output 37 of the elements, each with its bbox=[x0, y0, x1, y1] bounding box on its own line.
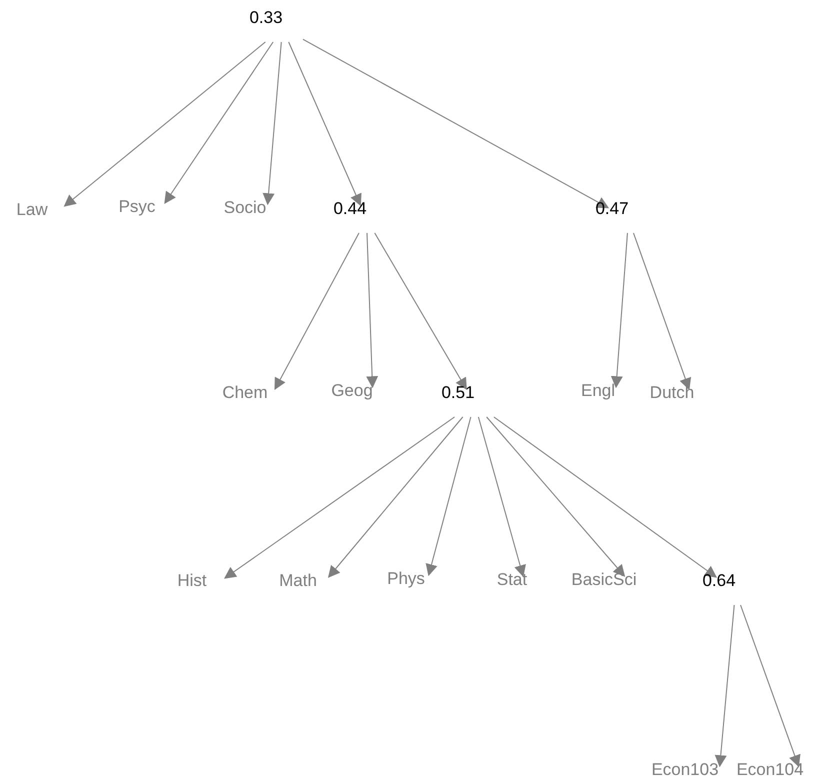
subject-label: Chem bbox=[222, 383, 268, 403]
subject-label: Econ103 bbox=[651, 760, 719, 780]
arrow bbox=[486, 416, 626, 577]
arrow bbox=[302, 38, 610, 208]
subject-label: Econ104 bbox=[736, 760, 804, 780]
similarity-value: 0.64 bbox=[702, 571, 736, 591]
arrow bbox=[374, 232, 467, 390]
subject-label: Phys bbox=[387, 569, 425, 589]
arrow bbox=[426, 416, 472, 576]
subject-label: Dutch bbox=[650, 383, 694, 403]
arrow bbox=[740, 604, 800, 768]
arrow bbox=[610, 232, 628, 388]
arrow bbox=[262, 42, 282, 206]
arrow bbox=[64, 42, 266, 207]
arrow bbox=[328, 416, 464, 578]
subject-label: Psyc bbox=[118, 197, 156, 217]
arrow bbox=[274, 232, 360, 390]
subject-label: Stat bbox=[496, 570, 528, 590]
similarity-value: 0.33 bbox=[249, 8, 283, 28]
subject-label: Engl bbox=[580, 381, 616, 401]
arrow bbox=[366, 232, 378, 388]
arrow bbox=[164, 42, 274, 204]
subject-label: Geog bbox=[331, 381, 373, 401]
arrow bbox=[714, 604, 735, 768]
arrow bbox=[224, 416, 456, 579]
subject-label: Law bbox=[16, 200, 48, 220]
arrow bbox=[632, 232, 692, 390]
arrow bbox=[288, 42, 362, 206]
subject-label: Hist bbox=[177, 571, 207, 591]
subject-label: BasicSci bbox=[571, 570, 637, 590]
arrow bbox=[478, 416, 526, 578]
subject-label: Socio bbox=[224, 198, 266, 218]
similarity-value: 0.51 bbox=[441, 383, 475, 403]
similarity-value: 0.47 bbox=[595, 199, 629, 219]
arrow bbox=[493, 416, 718, 578]
similarity-value: 0.44 bbox=[333, 199, 367, 219]
subject-label: Math bbox=[279, 571, 317, 591]
